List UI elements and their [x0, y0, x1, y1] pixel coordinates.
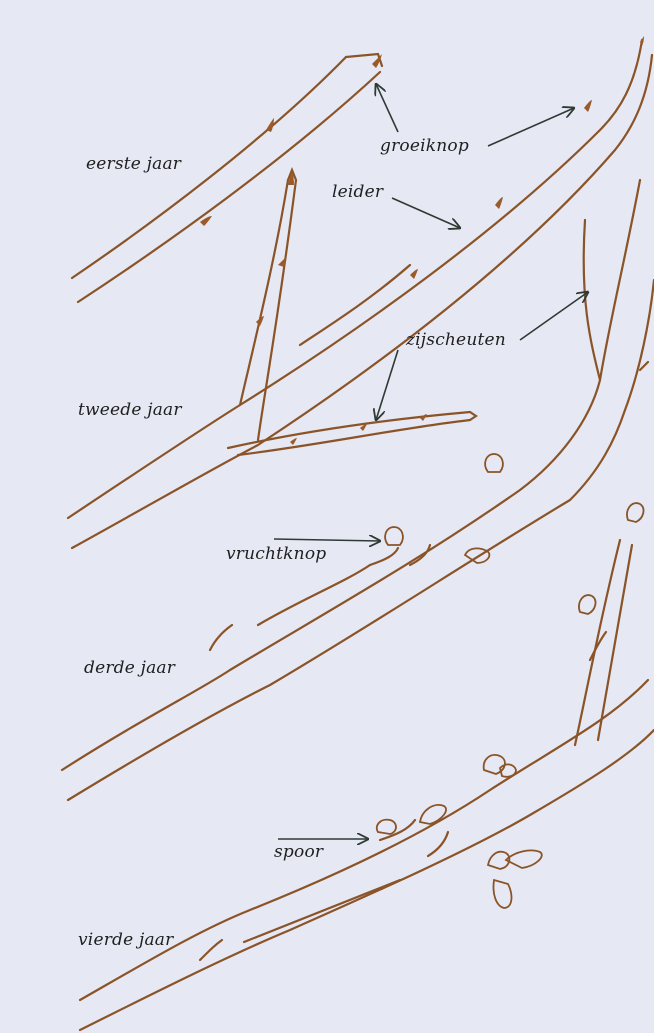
label-groeiknop: groeiknop [380, 136, 469, 156]
arrow-groeiknop-to-first-bud [376, 84, 398, 132]
label-tweede-jaar: tweede jaar [78, 400, 182, 420]
label-vruchtknop: vruchtknop [226, 544, 326, 564]
label-zijscheuten: zijscheuten [406, 330, 506, 350]
arrow-vruchtknop [274, 539, 380, 541]
arrow-groeiknop-to-second-bud [488, 108, 574, 146]
branch-fourth-year [80, 540, 654, 1030]
arrow-zijscheuten-up [520, 292, 588, 340]
arrow-leider [392, 198, 460, 228]
label-derde-jaar: derde jaar [84, 658, 175, 678]
branch-first-year [72, 54, 382, 302]
label-leider: leider [332, 182, 383, 202]
label-spoor: spoor [274, 842, 323, 862]
label-eerste-jaar: eerste jaar [86, 154, 181, 174]
arrows [274, 84, 588, 839]
branch-third-year [62, 180, 654, 800]
buds-third-year [385, 454, 503, 563]
label-vierde-jaar: vierde jaar [78, 930, 173, 950]
branch-second-year [68, 40, 652, 548]
buds-second-year [256, 36, 644, 445]
